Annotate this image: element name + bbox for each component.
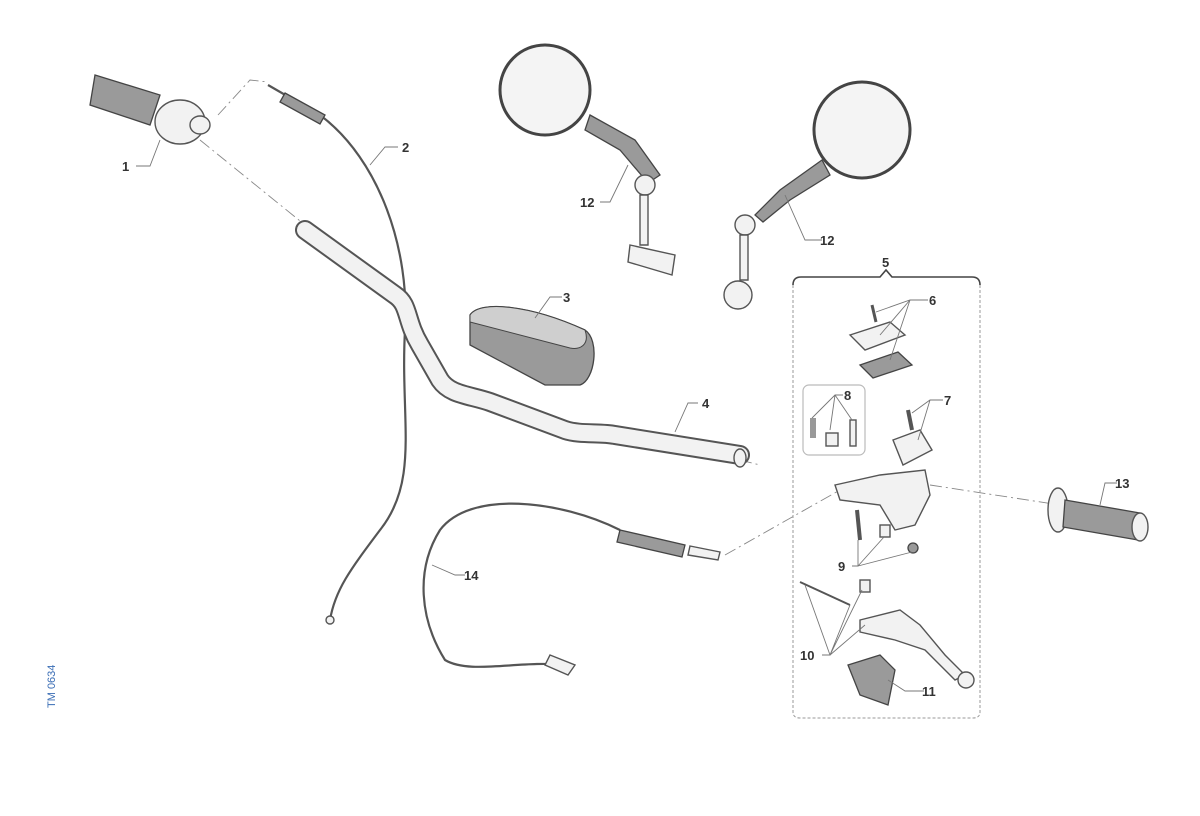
assembly-axis-left (199, 79, 306, 226)
handlebar-pad (469, 306, 595, 386)
callout-13: 13 (1115, 476, 1129, 491)
callout-6: 6 (929, 293, 936, 308)
mirror-left (498, 43, 676, 276)
callout-14: 14 (464, 568, 479, 583)
callout-1: 1 (122, 159, 129, 174)
callout-3: 3 (563, 290, 570, 305)
handlebar (295, 220, 750, 468)
callout-9: 9 (838, 559, 845, 574)
master-cylinder-kit (792, 268, 981, 719)
callout-7: 7 (944, 393, 951, 408)
left-grip (1047, 487, 1149, 542)
callout-leaders (136, 139, 1117, 692)
callout-4: 4 (702, 396, 710, 411)
throttle-cable (267, 84, 407, 625)
callout-8: 8 (844, 388, 851, 403)
callout-2: 2 (402, 140, 409, 155)
callout-10: 10 (800, 648, 814, 663)
throttle-grip (89, 74, 211, 145)
mirror-right (723, 80, 912, 310)
callout-12-right: 12 (820, 233, 834, 248)
drawing-reference: TM 0634 (46, 665, 58, 708)
callout-11: 11 (922, 684, 936, 699)
callout-12-left: 12 (580, 195, 594, 210)
clutch-cable (422, 502, 721, 676)
callout-5: 5 (882, 255, 889, 270)
